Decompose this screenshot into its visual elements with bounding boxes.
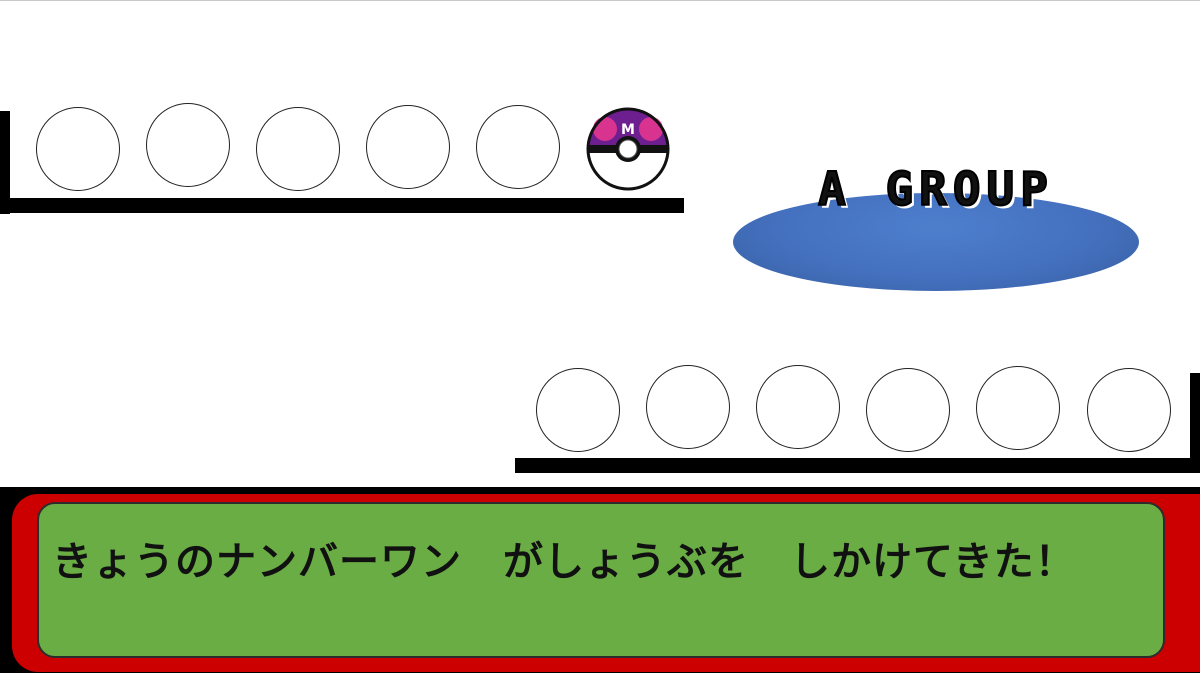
master-ball-icon: M <box>586 107 670 191</box>
dialogue-message: きょうのナンバーワン がしょうぶを しかけてきた！ <box>52 539 1076 585</box>
top-divider <box>0 0 1200 1</box>
party-slot-empty <box>866 368 950 452</box>
party-slot-empty <box>36 107 120 191</box>
party-slot-empty <box>476 105 560 189</box>
group-sign-ellipse <box>733 193 1139 291</box>
group-sign: A GROUP <box>733 160 1139 292</box>
party-slot-empty <box>976 366 1060 450</box>
group-title: A GROUP <box>817 161 1054 217</box>
dialogue-panel <box>37 502 1165 658</box>
player-party-row <box>515 365 1200 477</box>
party-slot-empty <box>256 107 340 191</box>
party-slot-empty <box>756 365 840 449</box>
ball-mark: M <box>621 122 635 138</box>
party-slot-empty <box>146 103 230 187</box>
party-bar-bottom <box>0 198 684 213</box>
party-slot-empty <box>536 368 620 452</box>
party-slot-empty <box>646 365 730 449</box>
party-slot-empty <box>366 105 450 189</box>
party-bar-side <box>0 111 10 214</box>
opponent-party-row: M <box>0 103 690 215</box>
party-bar-side <box>1190 373 1200 473</box>
party-bar-bottom <box>515 458 1200 473</box>
dialogue-box[interactable]: きょうのナンバーワン がしょうぶを しかけてきた！ <box>0 487 1200 673</box>
party-slot-empty <box>1087 368 1171 452</box>
